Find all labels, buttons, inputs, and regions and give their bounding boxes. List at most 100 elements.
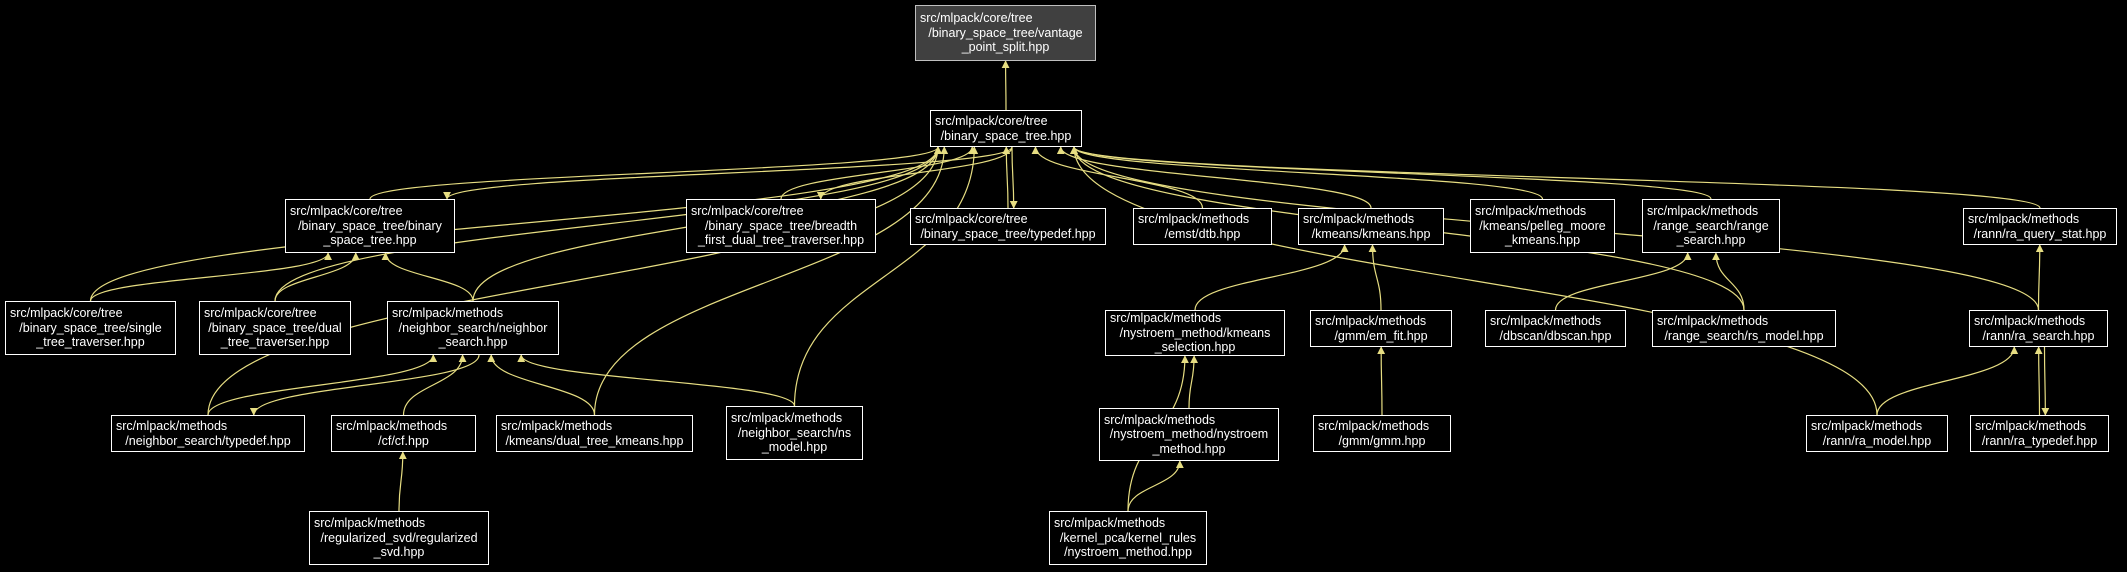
graph-node-gmm[interactable]: src/mlpack/methods/gmm/gmm.hpp xyxy=(1313,415,1451,452)
dependency-edge-nym-to-nyksel xyxy=(1188,355,1199,409)
node-label-line: /rann/ra_typedef.hpp xyxy=(1981,433,2098,448)
graph-node-kpca[interactable]: src/mlpack/methods/kernel_pca/kernel_rul… xyxy=(1049,511,1207,565)
dependency-edge-nstd-to-bst xyxy=(207,146,942,416)
dependency-edge-bst-to-bstbin xyxy=(443,146,1013,200)
dependency-edge-rsmodel-to-rsearch xyxy=(1711,252,1745,311)
dependency-edge-ramodel-to-rasearch xyxy=(1876,346,2019,416)
node-label-line: /binary_space_tree/vantage xyxy=(928,25,1083,40)
node-label-line: src/mlpack/methods xyxy=(1811,419,1923,433)
dependency-edge-dual-to-bst xyxy=(274,146,942,302)
dependency-edge-bst-to-bfdtt xyxy=(816,146,1013,200)
node-label-line: src/mlpack/methods xyxy=(501,419,613,433)
graph-node-dtb[interactable]: src/mlpack/methods/emst/dtb.hpp xyxy=(1133,208,1272,245)
dependency-edge-emfit-to-kmeans xyxy=(1368,244,1382,311)
dependency-edge-nstd-to-nsearch xyxy=(207,354,438,416)
node-label-line: /binary_space_tree/typedef.hpp xyxy=(920,226,1096,241)
graph-node-regsvd[interactable]: src/mlpack/methods/regularized_svd/regul… xyxy=(309,511,489,565)
node-label-line: /rann/ra_model.hpp xyxy=(1822,433,1932,448)
node-label-line: /regularized_svd/regularized xyxy=(320,530,478,545)
graph-node-raqs[interactable]: src/mlpack/methods/rann/ra_query_stat.hp… xyxy=(1963,208,2117,245)
node-label-line: src/mlpack/methods xyxy=(1318,419,1430,433)
node-label-line: _search.hpp xyxy=(1676,233,1746,248)
dependency-edge-single-to-bst xyxy=(89,146,942,302)
node-label-line: /dbscan/dbscan.hpp xyxy=(1499,328,1612,343)
graph-node-bst[interactable]: src/mlpack/core/tree/binary_space_tree.h… xyxy=(930,110,1082,147)
dependency-edge-dtkm-to-bst xyxy=(593,146,949,416)
graph-node-single[interactable]: src/mlpack/core/tree/binary_space_tree/s… xyxy=(5,301,176,355)
graph-node-ratd[interactable]: src/mlpack/methods/rann/ra_typedef.hpp xyxy=(1970,415,2109,452)
node-label-line: /binary_space_tree.hpp xyxy=(940,128,1072,143)
node-label-line: src/mlpack/core/tree xyxy=(290,204,403,219)
graph-node-emfit[interactable]: src/mlpack/methods/gmm/em_fit.hpp xyxy=(1310,310,1452,347)
dependency-edge-raqs-to-bst xyxy=(1070,146,2041,209)
node-label-line: /nystroem_method/nystroem xyxy=(1109,427,1269,442)
graph-node-nyksel[interactable]: src/mlpack/methods/nystroem_method/kmean… xyxy=(1105,310,1285,356)
dependency-edge-rasearch-to-ratd xyxy=(2041,346,2050,416)
node-label-line: _search.hpp xyxy=(438,335,508,350)
node-label-line: src/mlpack/methods xyxy=(1138,212,1250,226)
dependency-edge-dtkm-to-nsearch xyxy=(487,354,596,416)
dependency-edge-bstbin-to-bst xyxy=(369,146,942,200)
node-label-line: /binary_space_tree/breadth xyxy=(704,218,858,233)
node-label-line: _first_dual_tree_traverser.hpp xyxy=(697,233,865,248)
dependency-edge-bsttd-to-bst xyxy=(1002,146,1011,209)
node-label-line: /kmeans/pelleg_moore xyxy=(1479,218,1606,233)
node-label-line: /kmeans/dual_tree_kmeans.hpp xyxy=(505,433,684,448)
graph-node-dtkm[interactable]: src/mlpack/methods/kmeans/dual_tree_kmea… xyxy=(496,415,693,452)
node-label-line: src/mlpack/methods xyxy=(1657,314,1769,328)
graph-node-ramodel[interactable]: src/mlpack/methods/rann/ra_model.hpp xyxy=(1806,415,1948,452)
dependency-edge-rasearch-to-raqs xyxy=(2035,244,2044,311)
node-label-line: src/mlpack/methods xyxy=(392,306,504,321)
node-label-line: src/mlpack/methods xyxy=(1974,314,2086,328)
dependency-edge-kpca-to-nym xyxy=(1127,460,1184,512)
node-label-line: src/mlpack/methods xyxy=(314,516,426,531)
dependency-edge-ratd-to-rasearch xyxy=(2034,346,2043,416)
node-label-line: src/mlpack/core/tree xyxy=(920,11,1033,26)
graph-node-dual[interactable]: src/mlpack/core/tree/binary_space_tree/d… xyxy=(199,301,351,355)
node-label-line: _model.hpp xyxy=(761,440,828,455)
graph-node-dbscan[interactable]: src/mlpack/methods/dbscan/dbscan.hpp xyxy=(1485,310,1626,347)
graph-node-rsmodel[interactable]: src/mlpack/methods/range_search/rs_model… xyxy=(1652,310,1836,347)
dependency-edge-bfdtt-to-bst xyxy=(780,146,977,200)
node-label-line: _svd.hpp xyxy=(373,545,425,560)
dependency-edge-single-to-bstbin xyxy=(89,252,333,302)
graph-node-bstbin[interactable]: src/mlpack/core/tree/binary_space_tree/b… xyxy=(285,199,455,253)
node-label-line: src/mlpack/core/tree xyxy=(915,212,1028,226)
graph-node-rasearch[interactable]: src/mlpack/methods/rann/ra_search.hpp xyxy=(1969,310,2108,347)
graph-node-rsearch[interactable]: src/mlpack/methods/range_search/range_se… xyxy=(1642,199,1780,253)
node-label-line: /rann/ra_query_stat.hpp xyxy=(1973,226,2107,241)
node-label-line: _method.hpp xyxy=(1152,441,1226,456)
graph-node-kmeans[interactable]: src/mlpack/methods/kmeans/kmeans.hpp xyxy=(1298,208,1444,245)
node-label-line: /neighbor_search/ns xyxy=(737,425,852,440)
dependency-edge-pelleg-to-bst xyxy=(1070,146,1544,200)
node-label-line: src/mlpack/methods xyxy=(1968,212,2080,226)
node-label-line: /emst/dtb.hpp xyxy=(1164,226,1241,241)
graph-node-nsearch[interactable]: src/mlpack/methods/neighbor_search/neigh… xyxy=(387,301,559,355)
graph-node-bfdtt[interactable]: src/mlpack/core/tree/binary_space_tree/b… xyxy=(686,199,876,253)
dependency-edge-ramodel-to-bst xyxy=(1070,146,1878,416)
node-label-line: /rann/ra_search.hpp xyxy=(1982,328,2095,343)
node-label-line: src/mlpack/methods xyxy=(336,419,448,433)
graph-node-nsmodel[interactable]: src/mlpack/methods/neighbor_search/ns_mo… xyxy=(726,406,863,460)
dependency-edge-nsearch-to-bstbin xyxy=(381,252,474,302)
graph-node-nstd[interactable]: src/mlpack/methods/neighbor_search/typed… xyxy=(111,415,305,452)
dependency-edge-dual-to-bstbin xyxy=(274,252,360,302)
node-label-line: _point_split.hpp xyxy=(961,40,1050,55)
node-label-line: /range_search/rs_model.hpp xyxy=(1664,328,1824,343)
node-label-line: src/mlpack/methods xyxy=(1110,311,1222,326)
node-label-line: /gmm/em_fit.hpp xyxy=(1334,328,1428,343)
graph-node-bsttd[interactable]: src/mlpack/core/tree/binary_space_tree/t… xyxy=(910,208,1106,245)
dependency-edge-dtb-to-bst xyxy=(1031,146,1204,209)
node-label-line: /binary_space_tree/single xyxy=(19,320,162,335)
graph-node-nym[interactable]: src/mlpack/methods/nystroem_method/nystr… xyxy=(1099,408,1279,461)
graph-node-cf[interactable]: src/mlpack/methods/cf/cf.hpp xyxy=(331,415,476,452)
node-label-line: src/mlpack/methods xyxy=(1647,204,1759,219)
node-label-line: src/mlpack/methods xyxy=(1054,516,1166,531)
dependency-edge-cf-to-nsearch xyxy=(402,354,467,416)
node-label-line: src/mlpack/methods xyxy=(116,419,228,433)
graph-node-pelleg[interactable]: src/mlpack/methods/kmeans/pelleg_moore_k… xyxy=(1470,199,1615,253)
node-label-line: src/mlpack/methods xyxy=(1490,314,1602,328)
dependency-edge-bst-to-bsttd xyxy=(1009,146,1018,209)
node-label-line: src/mlpack/methods xyxy=(1315,314,1427,328)
